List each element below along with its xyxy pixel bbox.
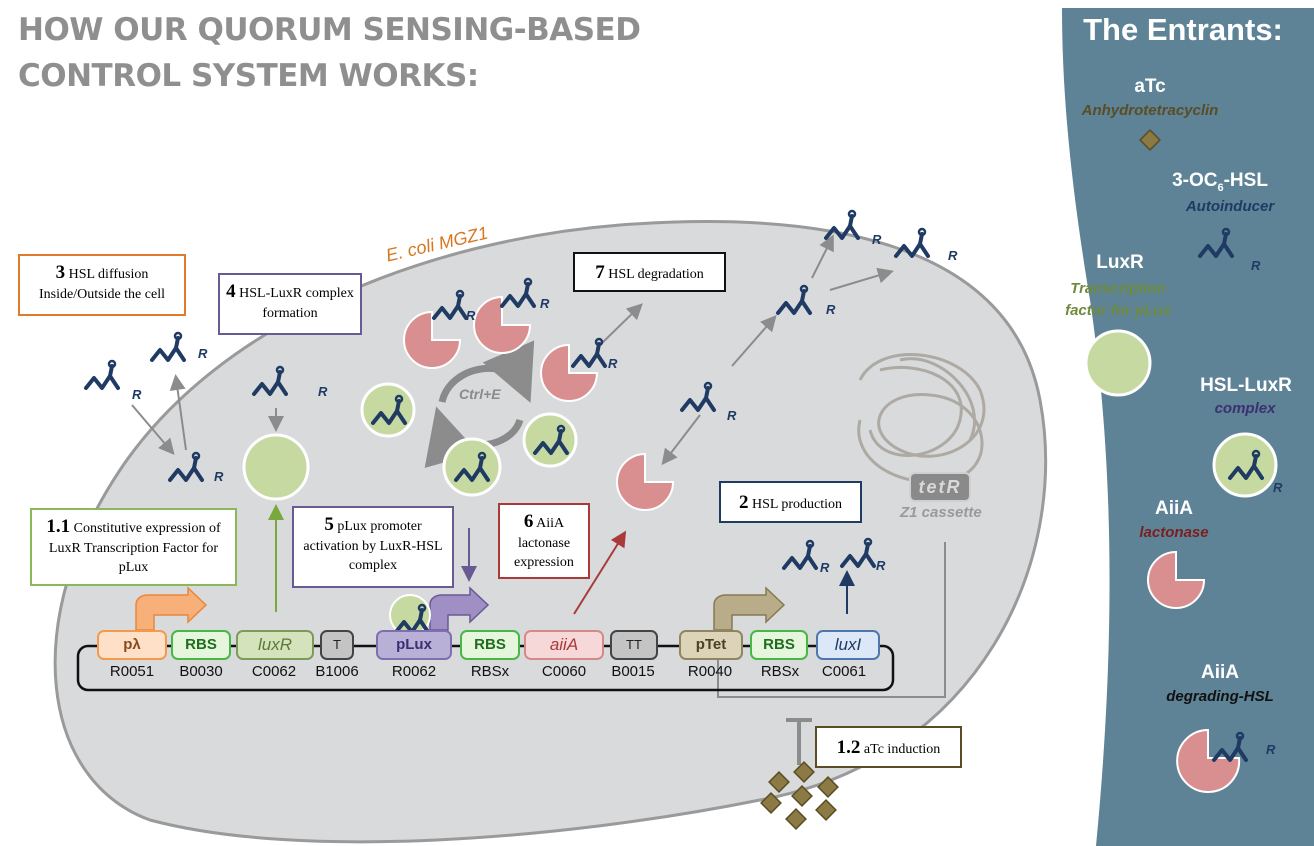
r-label: R <box>198 346 208 361</box>
sidebar-aiia-degrading-icon <box>1176 728 1241 793</box>
step-1-2-box: 1.2 aTc induction <box>815 726 962 768</box>
entrant-hsl-name-tail: -HSL <box>1223 170 1268 191</box>
r-label: R <box>1251 258 1261 273</box>
cycle-label: Ctrl+E <box>459 386 501 402</box>
part-rbs-b0030: RBS <box>171 630 231 660</box>
step-2-box: 2 HSL production <box>719 481 862 523</box>
plux-promoter-arrow <box>429 586 490 631</box>
atc-icon <box>785 808 807 830</box>
r-label: R <box>948 248 958 263</box>
step-7-box: 7 HSL degradation <box>573 252 726 292</box>
r-label: R <box>1273 480 1283 495</box>
tetr-label-box: tetR <box>909 472 971 502</box>
entrant-atc-desc: Anhydrotetracyclin <box>1081 102 1219 119</box>
degradation-arrow <box>599 303 643 346</box>
part-id-r0051: R0051 <box>109 663 155 680</box>
hsl-outside-icon <box>894 227 930 258</box>
sidebar-luxr-icon <box>1084 329 1152 397</box>
part-luxi: luxI <box>816 630 880 660</box>
r-label: R <box>876 558 886 573</box>
tetr-label: tetR <box>918 477 962 497</box>
part-rbs-x-2: RBS <box>750 630 808 660</box>
hsl-out-arrow-1 <box>811 234 834 279</box>
r-label: R <box>540 296 550 311</box>
part-plux: pLux <box>376 630 452 660</box>
entrant-aiia-name: AiiA <box>1155 498 1193 519</box>
diffusion-arrow-in <box>131 404 175 456</box>
part-id-rbsx-1: RBSx <box>470 663 510 680</box>
hsl-outside-icon <box>84 359 120 390</box>
hsl-luxr-complex <box>360 382 416 438</box>
part-id-c0061: C0061 <box>821 663 867 680</box>
hsl-luxr-complex <box>442 437 502 497</box>
entrant-complex-name: HSL-LuxR <box>1200 375 1292 396</box>
atc-icon <box>815 799 837 821</box>
part-id-b0015: B0015 <box>611 663 655 680</box>
part-id-b1006: B1006 <box>315 663 359 680</box>
step-1-1-box: 1.1 Constitutive expression of LuxR Tran… <box>30 508 237 586</box>
plambda-promoter-arrow <box>135 586 208 631</box>
part-id-c0062: C0062 <box>251 663 297 680</box>
part-ptet: pTet <box>679 630 743 660</box>
part-id-b0030: B0030 <box>179 663 223 680</box>
hsl-exit-arrow <box>731 314 777 367</box>
ptet-promoter-arrow <box>713 586 786 631</box>
entrant-luxr-desc: Transcription factor for pLux <box>1065 280 1171 319</box>
sidebar-panel <box>1062 8 1314 846</box>
cycle-arrow-top <box>438 340 535 404</box>
page-title-line-2: CONTROL SYSTEM WORKS: <box>18 58 479 94</box>
step-4-box: 4 HSL-LuxR complex formation <box>218 273 362 335</box>
step-3-box: 3 HSL diffusion Inside/Outside the cell <box>18 254 186 316</box>
sidebar-complex-circle <box>1212 432 1278 498</box>
entrant-aiia-degrading-desc: degrading-HSL <box>1166 688 1274 705</box>
r-label: R <box>820 560 830 575</box>
r-label: R <box>608 356 618 371</box>
part-rbs-x-1: RBS <box>460 630 520 660</box>
r-label: R <box>132 387 142 402</box>
entrant-aiia-degrading-name: AiiA <box>1201 662 1239 683</box>
entrant-hsl-desc: Autoinducer <box>1185 198 1275 215</box>
page-title-line-1: HOW OUR QUORUM SENSING-BASED <box>18 12 641 48</box>
part-id-rbsx-2: RBSx <box>760 663 800 680</box>
part-terminator-b0015: TT <box>610 630 658 660</box>
step-5-box: 5 pLux promoter activation by LuxR-HSL c… <box>292 506 454 588</box>
part-terminator-b1006: T <box>320 630 354 660</box>
entrant-atc-name: aTc <box>1134 76 1166 97</box>
r-label: R <box>727 408 737 423</box>
entrant-luxr-name: LuxR <box>1096 252 1144 273</box>
entrant-complex-desc: complex <box>1214 400 1276 417</box>
r-label: R <box>826 302 836 317</box>
entrant-hsl-name: 3-OC6-HSL <box>1150 170 1290 194</box>
part-id-r0062: R0062 <box>391 663 437 680</box>
entrant-hsl-name-main: 3-OC <box>1172 170 1218 191</box>
r-label: R <box>1266 742 1276 757</box>
luxr-free <box>242 433 310 501</box>
entrant-aiia-desc: lactonase <box>1139 524 1209 541</box>
step-6-box: 6 AiiA lactonase expression <box>498 503 590 579</box>
part-aiia: aiiA <box>524 630 604 660</box>
hsl-outside-icon <box>150 331 186 362</box>
r-label: R <box>466 308 476 323</box>
hsl-luxr-complex <box>522 412 578 468</box>
r-label: R <box>872 232 882 247</box>
hsl-out-arrow-2 <box>829 267 894 291</box>
diffusion-arrow-out <box>169 374 187 451</box>
sidebar-title: The Entrants: <box>1083 12 1283 47</box>
r-label: R <box>318 384 328 399</box>
aiia-expression-arrow <box>573 530 627 615</box>
aiia-binding-arrow <box>661 414 701 466</box>
part-plambda: pλ <box>97 630 167 660</box>
part-id-r0040: R0040 <box>687 663 733 680</box>
z1-cassette-label: Z1 cassette <box>900 504 982 521</box>
entrant-hsl-name-sub: 6 <box>1217 181 1224 194</box>
r-label: R <box>214 469 224 484</box>
tetr-repression-line <box>717 542 946 698</box>
part-luxr: luxR <box>236 630 314 660</box>
part-id-c0060: C0060 <box>541 663 587 680</box>
